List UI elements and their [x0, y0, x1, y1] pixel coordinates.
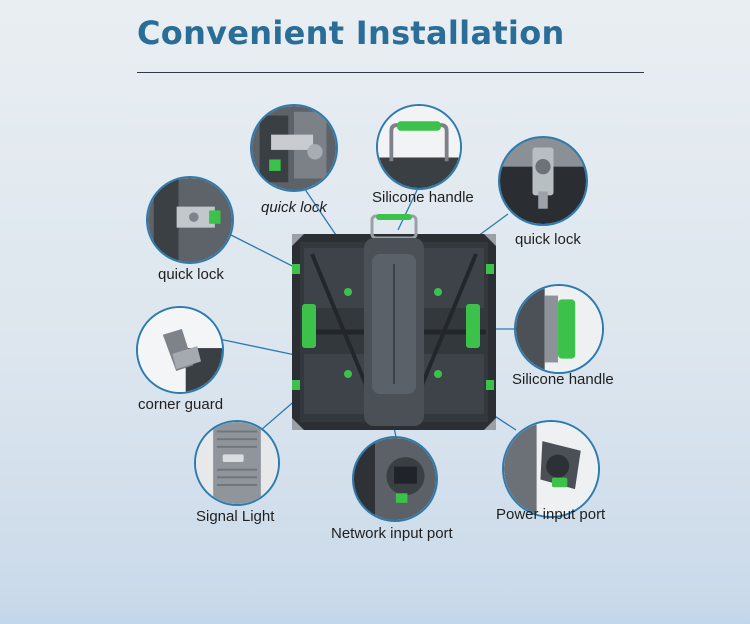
- quick-lock-right-label: quick lock: [515, 231, 581, 248]
- corner-guard-detail: [136, 306, 224, 394]
- quick-lock-right-detail: [498, 136, 588, 226]
- power-port-icon: [504, 422, 598, 516]
- page-title: Convenient Installation: [137, 14, 565, 52]
- quick-lock-icon: [252, 106, 336, 190]
- title-divider: [137, 72, 644, 73]
- corner-guard-label: corner guard: [138, 396, 224, 413]
- silicone-handle-right-label: Silicone handle: [512, 371, 614, 388]
- silicone-handle-right-detail: [514, 284, 604, 374]
- signal-light-detail: [194, 420, 280, 506]
- signal-light-label: Signal Light: [196, 508, 275, 525]
- network-input-port-detail: [352, 436, 438, 522]
- silicone-handle-icon: [378, 106, 460, 188]
- quick-lock-top-detail: [250, 104, 338, 192]
- silicone-handle-top-detail: [376, 104, 462, 190]
- led-cabinet-panel: [288, 214, 500, 436]
- power-input-port-detail: [502, 420, 600, 518]
- corner-guard-icon: [138, 308, 222, 392]
- power-input-port-label: Power input port: [496, 506, 606, 523]
- quick-lock-left-label: quick lock: [158, 266, 224, 283]
- network-input-port-label: Network input port: [331, 525, 453, 542]
- bottom-band: [0, 593, 750, 624]
- quick-lock-top-label: quick lock: [261, 199, 327, 216]
- quick-lock-icon: [500, 138, 586, 224]
- quick-lock-icon: [148, 178, 232, 262]
- signal-light-icon: [196, 422, 278, 504]
- network-port-icon: [354, 438, 436, 520]
- quick-lock-left-detail: [146, 176, 234, 264]
- silicone-handle-top-label: Silicone handle: [372, 189, 474, 206]
- silicone-handle-icon: [516, 286, 602, 372]
